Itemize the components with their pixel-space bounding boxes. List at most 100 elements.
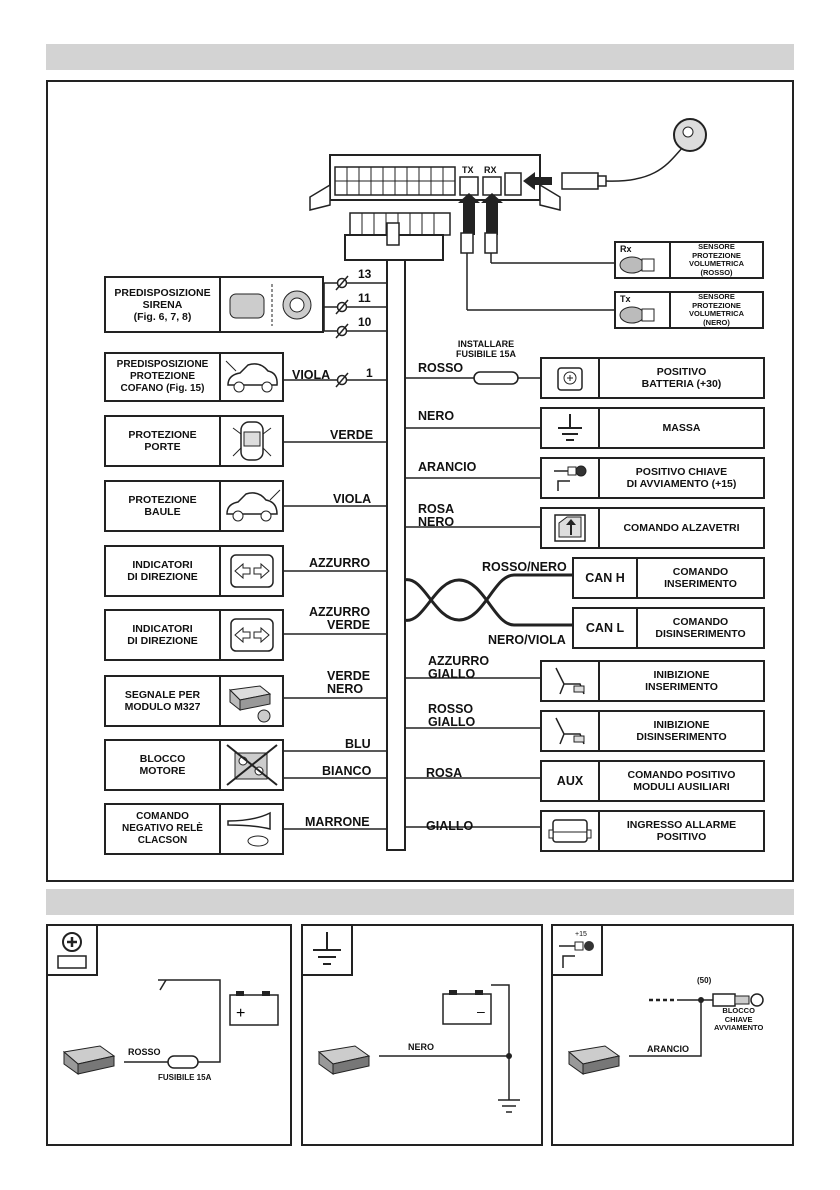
- svg-text:+: +: [236, 1005, 245, 1022]
- device-ignition: POSITIVO CHIAVE DI AVVIAMENTO (+15): [540, 457, 765, 499]
- ground-icon: [542, 409, 600, 447]
- panel-ignition-wire: ARANCIO: [647, 1044, 689, 1054]
- plus15-label: +15: [575, 931, 587, 938]
- device-inhibit-on: INIBIZIONE INSERIMENTO: [540, 660, 765, 702]
- inhibit-icon: [542, 662, 600, 700]
- panel-battery-fuse: FUSIBILE 15A: [158, 1073, 212, 1082]
- car-trunk-icon: [219, 482, 282, 530]
- left-wire-azzurro-verde: AZZURRO VERDE: [309, 605, 371, 632]
- inhibit-icon: [542, 712, 600, 750]
- sensor-tx-tag: Tx: [620, 294, 631, 304]
- battery-icon: [542, 359, 600, 397]
- right-wire-nero: NERO: [418, 409, 455, 423]
- ignition-key-icon: +15: [551, 924, 603, 976]
- window-lift-icon: [542, 509, 600, 547]
- right-wire-azzurro-giallo: AZZURRO GIALLO: [428, 654, 490, 681]
- aux-tag: AUX: [542, 762, 600, 800]
- left-wire-viola-trunk: VIOLA: [333, 492, 372, 506]
- svg-text:–: –: [477, 1003, 485, 1019]
- device-horn-label: COMANDO NEGATIVO RELÈ CLACSON: [122, 811, 203, 846]
- ground-panel-drawing: –: [317, 984, 520, 1113]
- device-can-h: CAN H COMANDO INSERIMENTO: [572, 557, 765, 599]
- device-indicators-1: INDICATORI DI DIREZIONE: [104, 545, 284, 597]
- right-wire-rosso-nero: ROSSO/NERO: [482, 560, 567, 574]
- device-module: SEGNALE PER MODULO M327: [104, 675, 284, 727]
- ignition-panel-drawing: [567, 993, 764, 1075]
- right-wire-arancio: ARANCIO: [418, 460, 477, 474]
- sensor-icon: [619, 306, 655, 324]
- device-doors-label: PROTEZIONE PORTE: [128, 429, 197, 453]
- device-battery-label: POSITIVO BATTERIA (+30): [641, 366, 722, 390]
- header-band-top: [46, 44, 794, 70]
- harness-trunk: [404, 258, 406, 850]
- device-hood: PREDISPOSIZIONE PROTEZIONE COFANO (Fig. …: [104, 352, 284, 402]
- device-aux-label: COMANDO POSITIVO MODULI AUSILIARI: [627, 769, 736, 793]
- right-wire-rosa: ROSA: [426, 766, 463, 780]
- turn-indicator-icon: [219, 611, 282, 659]
- right-wiring: [404, 371, 572, 828]
- left-wire-azzurro: AZZURRO: [309, 556, 371, 570]
- device-inhibit-on-label: INIBIZIONE INSERIMENTO: [645, 669, 718, 693]
- device-trunk: PROTEZIONE BAULE: [104, 480, 284, 532]
- pin-13-label: 13: [358, 267, 372, 281]
- right-wire-rosso-giallo: ROSSO GIALLO: [428, 702, 476, 729]
- sensor-tx-icon-area: Tx: [616, 293, 671, 327]
- device-aux: AUX COMANDO POSITIVO MODULI AUSILIARI: [540, 760, 765, 802]
- horn-icon: [219, 805, 282, 853]
- device-indicators-2-label: INDICATORI DI DIREZIONE: [127, 623, 198, 647]
- device-window-lift: COMANDO ALZAVETRI: [540, 507, 765, 549]
- device-can-h-label: COMANDO INSERIMENTO: [664, 566, 737, 590]
- sensor-tx-label: SENSORE PROTEZIONE VOLUMETRICA (NERO): [689, 292, 744, 327]
- sensor-rx-label: SENSORE PROTEZIONE VOLUMETRICA (ROSSO): [689, 242, 744, 277]
- battery-icon: [46, 924, 98, 976]
- device-engine-block: BLOCCO MOTORE: [104, 739, 284, 791]
- device-inhibit-off: INIBIZIONE DISINSERIMENTO: [540, 710, 765, 752]
- ignition-key-icon: [542, 459, 600, 497]
- device-engine-block-label: BLOCCO MOTORE: [139, 753, 186, 777]
- device-battery: POSITIVO BATTERIA (+30): [540, 357, 765, 399]
- control-unit-drawing: [309, 118, 707, 311]
- panel-ignition-label: BLOCCO CHIAVE AVVIAMENTO: [714, 1006, 764, 1032]
- device-ground: MASSA: [540, 407, 765, 449]
- device-siren: PREDISPOSIZIONE SIRENA (Fig. 6, 7, 8): [104, 276, 324, 333]
- sensor-icon: [619, 256, 655, 274]
- can-h-tag: CAN H: [574, 559, 638, 597]
- device-indicators-2: INDICATORI DI DIREZIONE: [104, 609, 284, 661]
- panel-ground-wire: NERO: [408, 1042, 435, 1052]
- tx-label: TX: [462, 165, 474, 175]
- sensor-rx-tag: Rx: [620, 244, 632, 254]
- engine-block-icon: [219, 741, 282, 789]
- pin-1-label: 1: [366, 366, 373, 380]
- device-can-l-label: COMANDO DISINSERIMENTO: [655, 616, 746, 640]
- turn-indicator-icon: [219, 547, 282, 595]
- left-wire-verde-nero: VERDE NERO: [327, 669, 371, 696]
- device-alarm-input-label: INGRESSO ALLARME POSITIVO: [626, 819, 737, 843]
- sensor-rx-box: Rx SENSORE PROTEZIONE VOLUMETRICA (ROSSO…: [614, 241, 764, 279]
- device-inhibit-off-label: INIBIZIONE DISINSERIMENTO: [636, 719, 727, 743]
- device-horn: COMANDO NEGATIVO RELÈ CLACSON: [104, 803, 284, 855]
- sensor-rx-icon-area: Rx: [616, 243, 671, 277]
- left-wiring: [284, 275, 386, 830]
- device-module-label: SEGNALE PER MODULO M327: [124, 689, 201, 713]
- device-ignition-label: POSITIVO CHIAVE DI AVVIAMENTO (+15): [626, 466, 737, 490]
- device-doors: PROTEZIONE PORTE: [104, 415, 284, 467]
- car-hood-icon: [219, 354, 282, 400]
- device-siren-label: PREDISPOSIZIONE SIRENA (Fig. 6, 7, 8): [114, 286, 211, 323]
- right-wire-rosso: ROSSO: [418, 361, 464, 375]
- siren-icon: [219, 278, 322, 331]
- car-doors-icon: [219, 417, 282, 465]
- device-ground-label: MASSA: [662, 422, 701, 434]
- harness-end: [386, 849, 406, 851]
- pin-11-label: 11: [358, 291, 371, 305]
- left-wire-marrone: MARRONE: [305, 815, 370, 829]
- sensor-tx-box: Tx SENSORE PROTEZIONE VOLUMETRICA (NERO): [614, 291, 764, 329]
- pin-10-label: 10: [358, 315, 372, 329]
- harness-trunk: [386, 258, 388, 850]
- device-can-l: CAN L COMANDO DISINSERIMENTO: [572, 607, 765, 649]
- device-hood-label: PREDISPOSIZIONE PROTEZIONE COFANO (Fig. …: [116, 359, 209, 394]
- left-wire-bianco: BIANCO: [322, 764, 372, 778]
- panel-battery-wire: ROSSO: [128, 1047, 161, 1057]
- panel-ignition-pin: (50): [697, 976, 712, 985]
- left-wire-verde: VERDE: [330, 428, 374, 442]
- can-l-tag: CAN L: [574, 609, 638, 647]
